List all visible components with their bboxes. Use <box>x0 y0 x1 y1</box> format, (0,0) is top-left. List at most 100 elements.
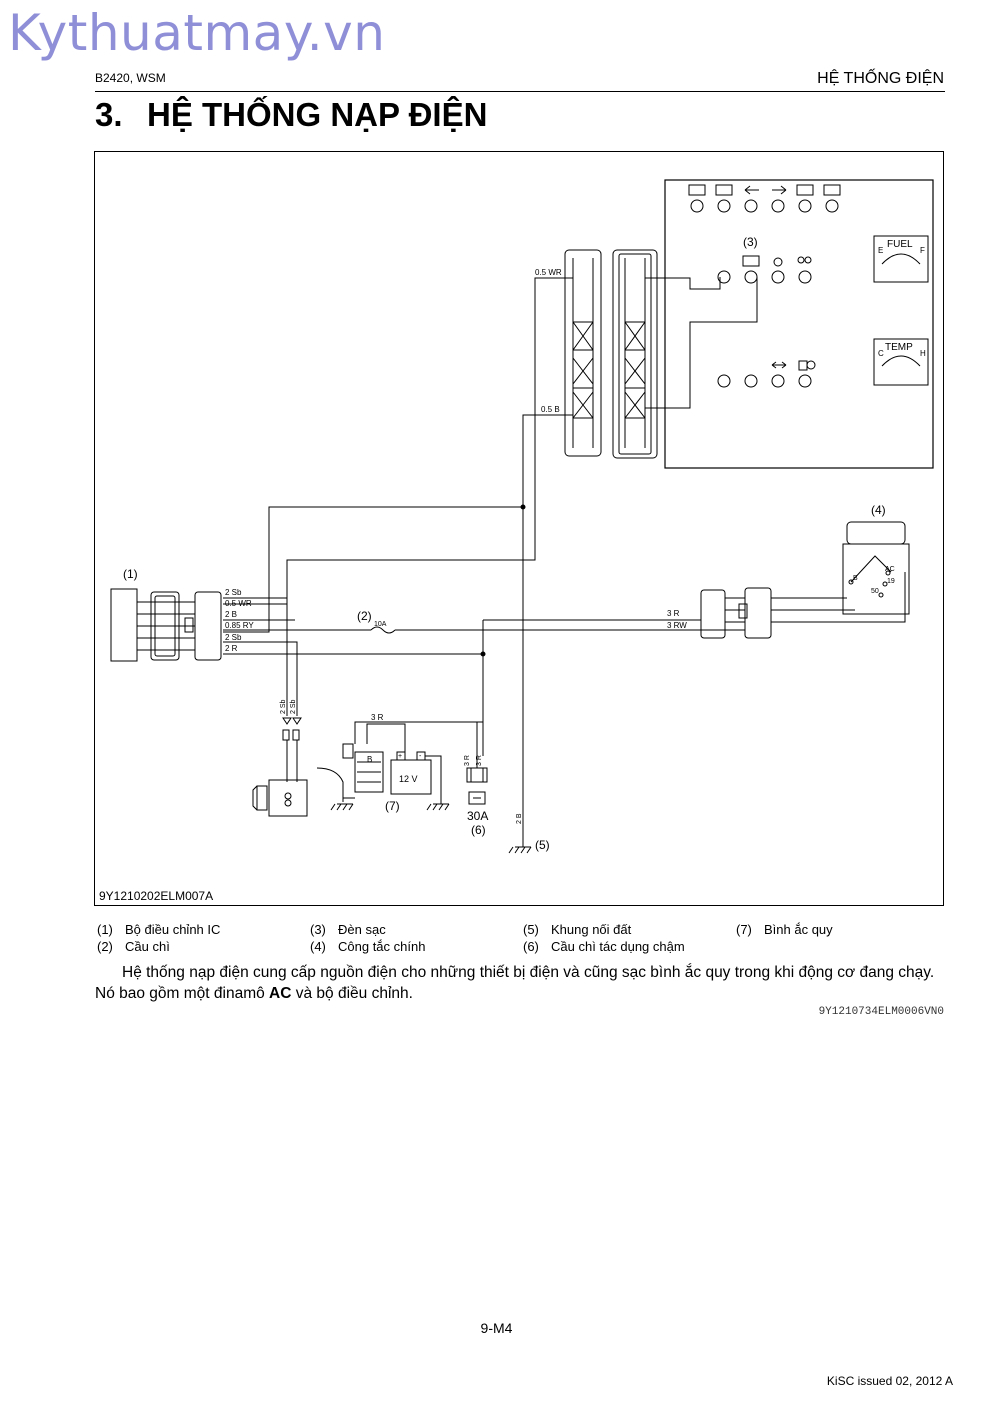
callout-4: (4) <box>871 503 886 517</box>
title-text: HỆ THỐNG NẠP ĐIỆN <box>147 96 488 133</box>
starter-ground-icon <box>330 798 354 811</box>
wire-label-3r-top: 3 R <box>371 713 384 722</box>
legend-num: (7) <box>736 922 752 937</box>
battery-label: 12 V <box>399 774 418 784</box>
page-number: 9-M4 <box>480 1320 513 1336</box>
battery-minus: - <box>419 753 422 760</box>
indicator-row-top <box>688 184 841 213</box>
switch-term-19: 19 <box>887 578 895 585</box>
legend-num: (4) <box>310 939 326 954</box>
header-rule <box>95 91 945 92</box>
wire-label-2r: 2 R <box>225 644 238 653</box>
wire-05-b <box>522 414 573 847</box>
legend-label: Khung nối đất <box>551 922 632 937</box>
callout-1: (1) <box>123 567 138 581</box>
paragraph-text: Hệ thống nạp điện cung cấp nguồn điện ch… <box>95 964 935 1002</box>
legend-num: (6) <box>523 939 539 954</box>
paragraph-bold: AC <box>269 985 292 1002</box>
slow-fuse-rating: 30A <box>467 809 488 823</box>
temp-gauge-hot: H <box>920 349 926 358</box>
wire-label-3r-v2: 3 R <box>476 755 483 766</box>
battery-ground-icon <box>426 803 450 811</box>
legend-label: Cầu chì tác dụng chậm <box>551 939 685 954</box>
frame-ground-icon <box>508 846 532 854</box>
slow-blow-fuse <box>466 722 488 805</box>
legend-item: (1)Bộ điều chỉnh IC <box>97 922 220 937</box>
battery-plus: + <box>398 753 402 760</box>
charge-lamp-row <box>717 255 812 284</box>
legend-num: (2) <box>97 939 113 954</box>
legend-item: (7) Bình ắc quy <box>736 922 833 937</box>
fuel-gauge: FUEL E F <box>873 235 929 283</box>
issue-info: KiSC issued 02, 2012 A <box>826 1374 953 1388</box>
legend-label: Bình ắc quy <box>764 922 833 937</box>
wire-ground-branch <box>223 506 523 633</box>
temp-gauge: TEMP C H <box>873 338 929 386</box>
wire-label-05b: 0.5 B <box>541 405 560 414</box>
switch-term-b: B <box>853 575 858 582</box>
starter-motor <box>316 743 384 799</box>
legend-item: (2) Cầu chì <box>97 939 170 954</box>
wire-label-2b-v: 2 B <box>516 813 523 824</box>
wire-label-3r-v1: 3 R <box>464 755 471 766</box>
wire-label-2sb-b: 2 Sb <box>225 633 242 642</box>
main-switch-connector <box>700 572 906 639</box>
temp-gauge-label: TEMP <box>885 342 913 353</box>
legend-label: Đèn sạc <box>338 922 386 937</box>
fuse <box>370 626 396 634</box>
figure-code: 9Y1210202ELM007A <box>99 889 214 903</box>
callout-7: (7) <box>385 799 400 813</box>
legend-num: (5) <box>523 922 539 937</box>
wire-label-05wr-top: 0.5 WR <box>535 268 562 277</box>
legend-label: Bộ điều chỉnh IC <box>125 922 221 937</box>
wire-label-2b: 2 B <box>225 610 237 619</box>
callout-3: (3) <box>743 235 758 249</box>
wire-lamp-feed <box>645 277 721 290</box>
paragraph-text-end: và bộ điều chỉnh. <box>291 985 413 1002</box>
fuel-gauge-full: F <box>920 246 925 255</box>
wire-label-2sb-v2: 2 Sb <box>290 699 297 714</box>
main-switch <box>842 521 910 615</box>
callout-6: (6) <box>471 823 486 837</box>
wiring-diagram: FUEL E F TEMP C H (3) 0.5 WR 0.5 B <box>94 151 944 906</box>
junction-dot <box>520 504 526 510</box>
document-code: 9Y1210734ELM0006VN0 <box>818 1006 944 1018</box>
temp-gauge-cold: C <box>878 349 884 358</box>
indicator-row-bottom <box>717 360 816 388</box>
callout-5: (5) <box>535 838 550 852</box>
callout-2: (2) <box>357 609 372 623</box>
battery-terminal-b: B <box>367 755 372 764</box>
legend-num: (3) <box>310 922 326 937</box>
ic-regulator <box>110 588 222 662</box>
charge-lamp <box>744 270 758 284</box>
switch-term-ac: AC <box>885 566 895 573</box>
fuse-rating: 10A <box>374 621 387 628</box>
wire-2r <box>223 653 484 756</box>
wire-label-3r-right: 3 R <box>667 609 680 618</box>
battery <box>390 751 442 804</box>
panel-connector-left <box>564 249 602 457</box>
legend-item: (3) Đèn sạc <box>310 922 386 937</box>
wire-label-05wr: 0.5 WR <box>225 599 252 608</box>
wire-label-2sb-v1: 2 Sb <box>280 699 287 714</box>
legend-item: (5) Khung nối đất <box>523 922 631 937</box>
header-section: HỆ THỐNG ĐIỆN <box>817 70 944 87</box>
title-number: 3. <box>95 96 123 133</box>
wire-3r-battery <box>354 721 483 752</box>
legend-label: Cầu chì <box>125 939 170 954</box>
wire-label-085ry: 0.85 RY <box>225 621 254 630</box>
legend-item: (4) Công tắc chính <box>310 939 425 954</box>
header-model: B2420, WSM <box>95 71 166 85</box>
legend-item: (6) Cầu chì tác dụng chậm <box>523 939 685 954</box>
legend-label: Công tắc chính <box>338 939 426 954</box>
wiring-diagram-svg: FUEL E F TEMP C H (3) 0.5 WR 0.5 B <box>110 179 934 854</box>
panel-connector-right <box>612 249 658 459</box>
fuel-gauge-label: FUEL <box>887 239 913 250</box>
wire-label-2sb-a: 2 Sb <box>225 588 242 597</box>
fuel-gauge-empty: E <box>878 246 883 255</box>
wire-2sb-a <box>223 597 288 716</box>
wire-2sb-b <box>223 641 298 716</box>
description-paragraph: Hệ thống nạp điện cung cấp nguồn điện ch… <box>95 962 945 1004</box>
switch-term-50: 50 <box>871 588 879 595</box>
page-title: 3. HỆ THỐNG NẠP ĐIỆN <box>95 96 487 134</box>
